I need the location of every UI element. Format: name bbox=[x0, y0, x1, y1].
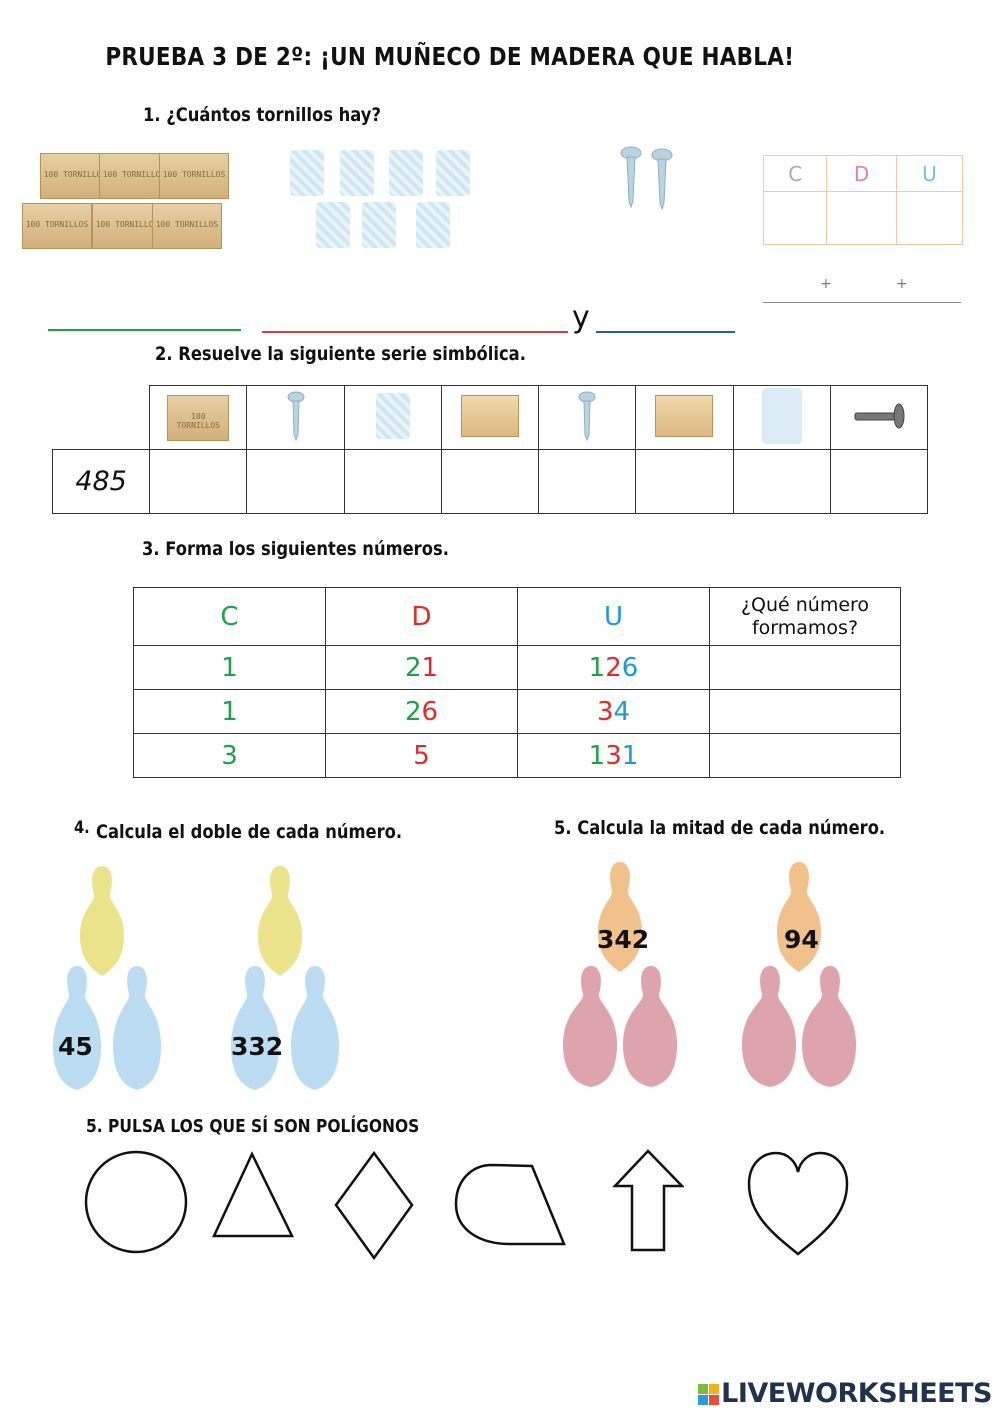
series-answer-cell[interactable] bbox=[343, 449, 442, 514]
series-answer-cell[interactable] bbox=[538, 449, 637, 514]
pins-half-2 bbox=[742, 862, 856, 1087]
pin-number: 342 bbox=[597, 925, 650, 954]
row1-d: 21 bbox=[325, 645, 518, 690]
cell-box-icon: 100 TORNILLOS bbox=[149, 385, 248, 450]
plus-sign: + bbox=[896, 276, 908, 292]
header-c: C bbox=[762, 155, 828, 192]
row2-c: 1 bbox=[133, 689, 326, 734]
series-answer-cell[interactable] bbox=[149, 449, 248, 514]
pin-number: 94 bbox=[784, 925, 819, 954]
pin-number: 45 bbox=[58, 1032, 93, 1061]
header-d: D bbox=[325, 587, 518, 646]
pins-double-1 bbox=[53, 866, 161, 1090]
bag-icon bbox=[362, 202, 396, 248]
question-1-label: 1. ¿Cuántos tornillos hay? bbox=[143, 104, 381, 126]
answer-u[interactable] bbox=[895, 191, 964, 245]
series-answer-cell[interactable] bbox=[635, 449, 734, 514]
answer-line-blue[interactable] bbox=[596, 331, 735, 333]
circle-shape[interactable] bbox=[84, 1150, 194, 1260]
plus-sign: + bbox=[820, 276, 832, 292]
answer-line-red[interactable] bbox=[262, 331, 568, 333]
header-c: C bbox=[133, 587, 326, 646]
row3-c: 3 bbox=[133, 733, 326, 778]
header-result: ¿Qué número formamos? bbox=[709, 587, 901, 646]
row2-d: 26 bbox=[325, 689, 518, 734]
box-icon: 100 TORNILLOS bbox=[99, 153, 169, 199]
cell-screw-icon bbox=[246, 385, 345, 450]
question-4-label: Calcula el doble de cada número. bbox=[96, 821, 403, 843]
question-5-label: 5. Calcula la mitad de cada número. bbox=[554, 817, 886, 839]
series-table: 100 TORNILLOS 485 bbox=[51, 385, 929, 514]
box-icon: 100 TORNILLOS bbox=[92, 203, 162, 249]
row3-d: 5 bbox=[325, 733, 518, 778]
box-icon: 100 TORNILLOS bbox=[152, 203, 222, 249]
bag-icon bbox=[389, 150, 423, 196]
screws-icon bbox=[620, 146, 673, 210]
page-title: PRUEBA 3 DE 2º: ¡UN MUÑECO DE MADERA QUE… bbox=[105, 42, 795, 71]
row1-answer[interactable] bbox=[709, 645, 901, 690]
series-answer-cell[interactable] bbox=[440, 449, 540, 514]
cdu-table-q1: C D U bbox=[762, 155, 964, 245]
question-6-label: 5. PULSA LOS QUE SÍ SON POLÍGONOS bbox=[86, 1116, 420, 1137]
row2-u: 34 bbox=[517, 689, 710, 734]
arrow-shape[interactable] bbox=[612, 1148, 684, 1254]
liveworksheets-logo-icon bbox=[698, 1384, 720, 1406]
cell-open-box-icon bbox=[635, 385, 734, 450]
cell-screw-icon bbox=[538, 385, 637, 450]
row1-u: 126 bbox=[517, 645, 710, 690]
y-connector: y bbox=[572, 300, 590, 335]
header-u: U bbox=[517, 587, 710, 646]
series-answer-cell[interactable] bbox=[829, 449, 929, 514]
bag-icon bbox=[290, 150, 324, 196]
cell-bag-icon bbox=[343, 385, 442, 450]
pin-number: 332 bbox=[231, 1032, 284, 1061]
box-icon: 100 TORNILLOS bbox=[22, 203, 92, 249]
row3-answer[interactable] bbox=[709, 733, 901, 778]
row3-u: 131 bbox=[517, 733, 710, 778]
question-3-label: 3. Forma los siguientes números. bbox=[142, 538, 449, 560]
rhombus-shape[interactable] bbox=[332, 1150, 416, 1262]
pins-half-1 bbox=[563, 862, 677, 1087]
empty-cell bbox=[52, 385, 151, 450]
question-4-number: 4. bbox=[74, 818, 90, 838]
series-answer-cell[interactable] bbox=[246, 449, 345, 514]
brand-name: LIVEWORKSHEETS bbox=[721, 1378, 992, 1409]
bag-icon bbox=[416, 202, 450, 248]
cell-empty-bag-icon bbox=[732, 385, 831, 450]
sum-line[interactable] bbox=[763, 302, 961, 303]
answer-line-green[interactable] bbox=[48, 329, 241, 331]
bag-icon bbox=[316, 202, 350, 248]
header-u: U bbox=[895, 155, 964, 192]
bags-group bbox=[290, 148, 480, 253]
boxes-group: 100 TORNILLOS 100 TORNILLOS 100 TORNILLO… bbox=[22, 150, 229, 255]
box-icon: 100 TORNILLOS bbox=[159, 153, 229, 199]
cell-metal-screw-icon bbox=[829, 385, 929, 450]
row1-c: 1 bbox=[133, 645, 326, 690]
cell-open-box-icon bbox=[440, 385, 540, 450]
pins-double-2 bbox=[231, 866, 339, 1090]
row2-answer[interactable] bbox=[709, 689, 901, 734]
answer-c[interactable] bbox=[762, 191, 828, 245]
numbers-table: C D U ¿Qué número formamos? 1 21 126 1 2… bbox=[133, 587, 901, 778]
series-start-value: 485 bbox=[51, 449, 151, 514]
box-icon: 100 TORNILLOS bbox=[40, 153, 110, 199]
bag-icon bbox=[340, 150, 374, 196]
heart-shape[interactable] bbox=[746, 1150, 850, 1258]
answer-d[interactable] bbox=[826, 191, 897, 245]
question-2-label: 2. Resuelve la siguiente serie simbólica… bbox=[155, 343, 526, 365]
header-d: D bbox=[826, 155, 897, 192]
triangle-shape[interactable] bbox=[210, 1150, 300, 1240]
series-answer-cell[interactable] bbox=[732, 449, 831, 514]
semicircle-shape[interactable] bbox=[452, 1160, 568, 1250]
bag-icon bbox=[436, 150, 470, 196]
